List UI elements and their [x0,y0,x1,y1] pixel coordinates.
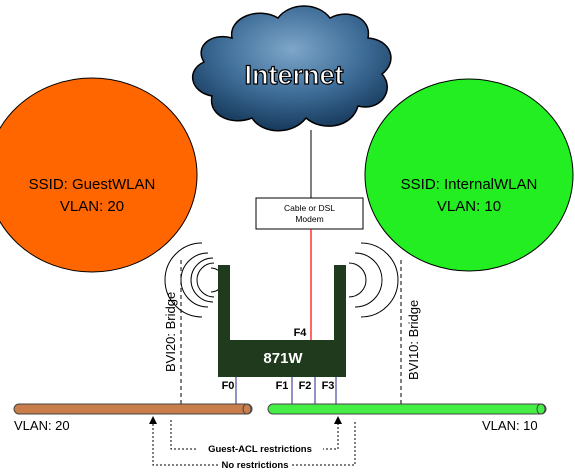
router-name: 871W [263,350,303,367]
guest-vlan-label: VLAN: 20 [60,198,124,215]
internal-wlan-cell: SSID: InternalWLAN VLAN: 10 [364,78,574,272]
port-f4-label: F4 [294,327,308,339]
internet-label: Internet [244,60,343,90]
guest-wlan-cell: SSID: GuestWLAN VLAN: 20 [0,77,198,273]
router-871w: 871W F4 [218,265,346,377]
port-f3-label: F3 [322,380,335,392]
port-f1-label: F1 [276,380,289,392]
lan-guest-label: VLAN: 20 [14,418,70,433]
internal-vlan-label: VLAN: 10 [437,198,501,215]
port-links [235,377,337,404]
port-f2-label: F2 [299,380,312,392]
lan-internal-bar [267,403,547,415]
right-antenna-waves-icon [348,242,399,318]
restriction-arrowheads [149,416,342,424]
guest-acl-label: Guest-ACL restrictions [208,444,312,455]
no-restrictions-path [152,420,356,466]
port-f0-label: F0 [222,380,235,392]
guest-ssid-label: SSID: GuestWLAN [29,176,156,193]
modem-label-1: Cable or DSL [284,203,335,213]
left-antenna-waves-icon [164,242,224,318]
internal-ssid-label: SSID: InternalWLAN [401,176,538,193]
internet-cloud: Internet [191,5,392,132]
lan-internal-label: VLAN: 10 [482,418,538,433]
bvi20-label: BVI20: Bridge [163,292,178,372]
lan-guest-bar [13,403,253,415]
no-restrictions-label: No restrictions [221,460,288,471]
modem: Cable or DSL Modem [255,197,364,230]
bvi10-label: BVI10: Bridge [406,300,421,380]
modem-label-2: Modem [295,214,323,224]
